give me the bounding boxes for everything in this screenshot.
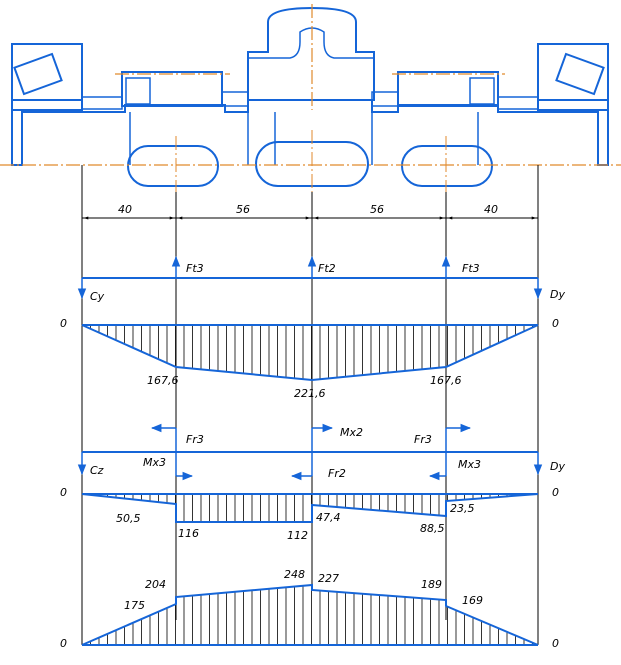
- support-dy-2: Dy: [550, 460, 565, 473]
- span-2-label: 56: [236, 203, 250, 216]
- left-gear-hub: [115, 71, 249, 107]
- span-1-label: 40: [118, 203, 132, 216]
- total-moment-diagram: 0 0 175 204 248 227 189 169: [60, 568, 559, 650]
- hm-zero-right: 0: [552, 486, 559, 499]
- shaft-assembly-drawing: [0, 4, 621, 192]
- tm-value-6: 169: [462, 594, 483, 607]
- force-fr2: Fr2: [328, 467, 346, 480]
- shaft-keys: [127, 130, 493, 192]
- shaft-body: [22, 96, 598, 165]
- vm-value-left: 167,6: [147, 374, 179, 387]
- moment-mx2: Mx2: [340, 426, 363, 439]
- dimension-row: 40 56 56 40: [82, 203, 538, 220]
- total-moment-hatching: [90, 585, 533, 645]
- reference-lines: [81, 165, 539, 645]
- tm-value-4: 227: [318, 572, 339, 585]
- force-ft3-left: Ft3: [186, 262, 204, 275]
- force-fr3-left: Fr3: [186, 433, 204, 446]
- vm-value-center: 221,6: [294, 387, 326, 400]
- horizontal-moment-diagram: 0 0 50,5 116 112 47,4 88,5 23,5: [60, 486, 559, 542]
- vertical-plane-scheme: Ft3 Ft2 Ft3 Cy Dy: [77, 255, 565, 303]
- hm-value-5: 88,5: [420, 522, 445, 535]
- vm-value-right: 167,6: [430, 374, 462, 387]
- force-fr3-right: Fr3: [414, 433, 432, 446]
- central-gear: [247, 4, 375, 110]
- tm-value-3: 248: [284, 568, 305, 581]
- moment-mx3-left: Mx3: [143, 456, 166, 469]
- tm-value-2: 204: [145, 578, 166, 591]
- hm-value-1: 50,5: [116, 512, 141, 525]
- horizontal-plane-scheme: Fr3 Fr3 Fr2 Mx3 Mx2 Mx3 Cz Dy: [77, 423, 565, 481]
- vertical-moment-diagram: 0 0 167,6 221,6 167,6: [60, 317, 559, 400]
- tm-zero-right: 0: [552, 637, 559, 650]
- hm-value-2: 116: [178, 527, 199, 540]
- tm-value-1: 175: [124, 599, 145, 612]
- hm-value-6: 23,5: [450, 502, 475, 515]
- tm-value-5: 189: [421, 578, 442, 591]
- left-bearing: [11, 43, 83, 166]
- support-dy: Dy: [550, 288, 565, 301]
- span-4-label: 40: [484, 203, 498, 216]
- hm-value-4: 47,4: [316, 511, 341, 524]
- force-ft2: Ft2: [318, 262, 336, 275]
- vm-zero-left: 0: [60, 317, 67, 330]
- hm-zero-left: 0: [60, 486, 67, 499]
- support-cz: Cz: [90, 464, 104, 477]
- support-cy: Cy: [90, 290, 105, 303]
- force-ft3-right: Ft3: [462, 262, 480, 275]
- vertical-moment-hatching: [90, 325, 533, 380]
- vm-zero-right: 0: [552, 317, 559, 330]
- hm-value-3: 112: [287, 529, 308, 542]
- moment-mx3-right: Mx3: [458, 458, 481, 471]
- span-3-label: 56: [370, 203, 384, 216]
- tm-zero-left: 0: [60, 637, 67, 650]
- right-bearing: [537, 43, 609, 166]
- right-gear-hub: [371, 71, 505, 107]
